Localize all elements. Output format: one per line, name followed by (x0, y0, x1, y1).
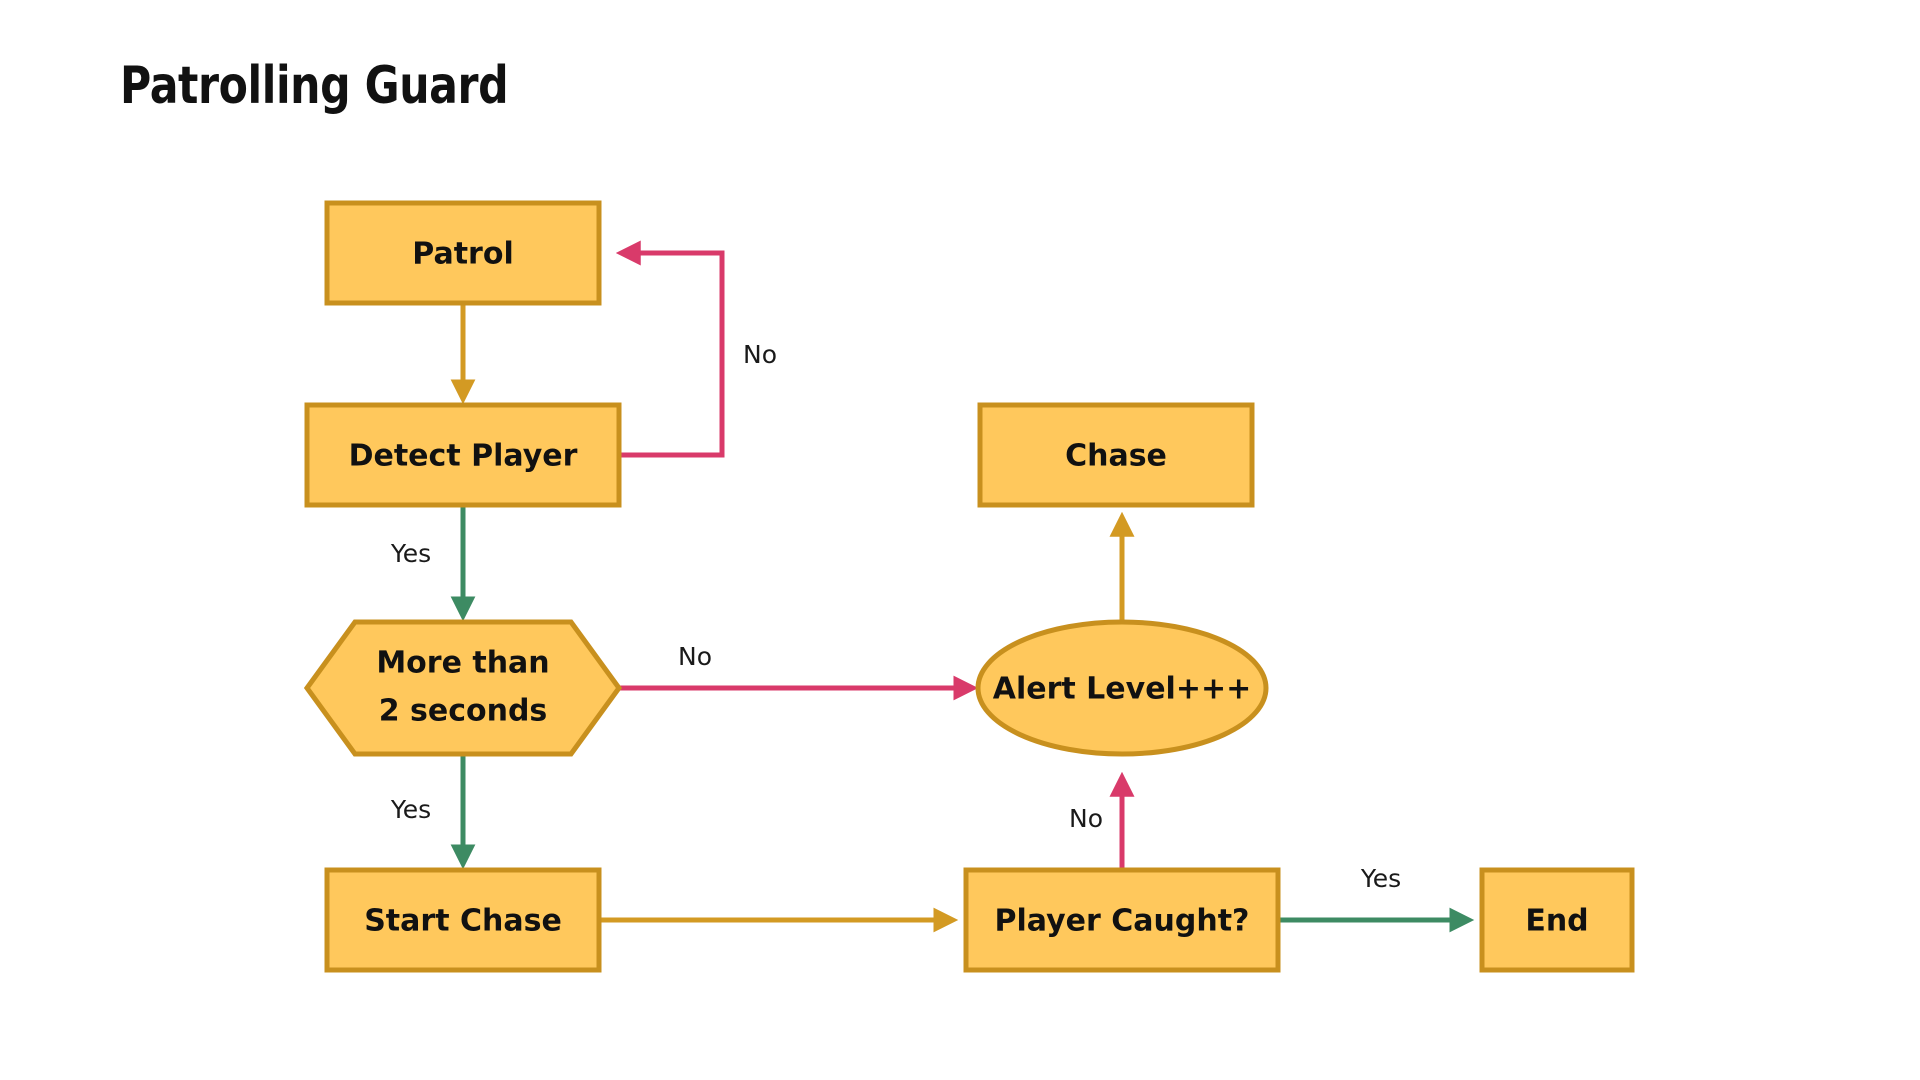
node-chase-shape[interactable] (977, 402, 1255, 508)
page-title: Patrolling Guard (120, 56, 509, 116)
node-start-chase[interactable]: Start Chase (324, 867, 602, 973)
node-patrol[interactable]: Patrol (324, 200, 602, 306)
node-patrol-shape[interactable] (324, 200, 602, 306)
node-alert-level-label: Alert Level+++ (993, 672, 1252, 707)
node-chase-label: Chase (1065, 439, 1167, 474)
node-more-than-2-seconds-shape[interactable] (303, 619, 623, 757)
node-more-than-2-seconds-label-line1: More than (376, 646, 549, 681)
edge-label-yes-detect-to-morethan: Yes (390, 539, 431, 568)
node-player-caught[interactable]: Player Caught? (963, 867, 1281, 973)
node-more-than-2-seconds-label-line2: 2 seconds (379, 694, 548, 729)
node-start-chase-label: Start Chase (364, 904, 562, 939)
node-end[interactable]: End (1479, 867, 1635, 973)
node-patrol-label: Patrol (412, 237, 513, 272)
node-more-than-2-seconds[interactable]: More than 2 seconds (303, 619, 623, 757)
node-player-caught-label: Player Caught? (995, 904, 1250, 939)
node-end-label: End (1525, 904, 1588, 939)
node-alert-level[interactable]: Alert Level+++ (975, 619, 1269, 757)
edge-label-no-detect-to-patrol: No (743, 340, 777, 369)
node-chase[interactable]: Chase (977, 402, 1255, 508)
node-detect-player[interactable]: Detect Player (304, 402, 622, 508)
node-start-chase-shape[interactable] (324, 867, 602, 973)
edge-label-yes-caught-to-end: Yes (1360, 864, 1401, 893)
node-alert-level-shape[interactable] (975, 619, 1269, 757)
edge-label-no-morethan-to-alert: No (678, 642, 712, 671)
edge-detect-to-patrol-no (615, 240, 725, 458)
edge-label-yes-morethan-to-startchase: Yes (390, 795, 431, 824)
node-detect-player-label: Detect Player (349, 439, 578, 474)
node-end-shape[interactable] (1479, 867, 1635, 973)
node-player-caught-shape[interactable] (963, 867, 1281, 973)
edge-label-no-caught-to-alert: No (1069, 804, 1103, 833)
node-detect-player-shape[interactable] (304, 402, 622, 508)
